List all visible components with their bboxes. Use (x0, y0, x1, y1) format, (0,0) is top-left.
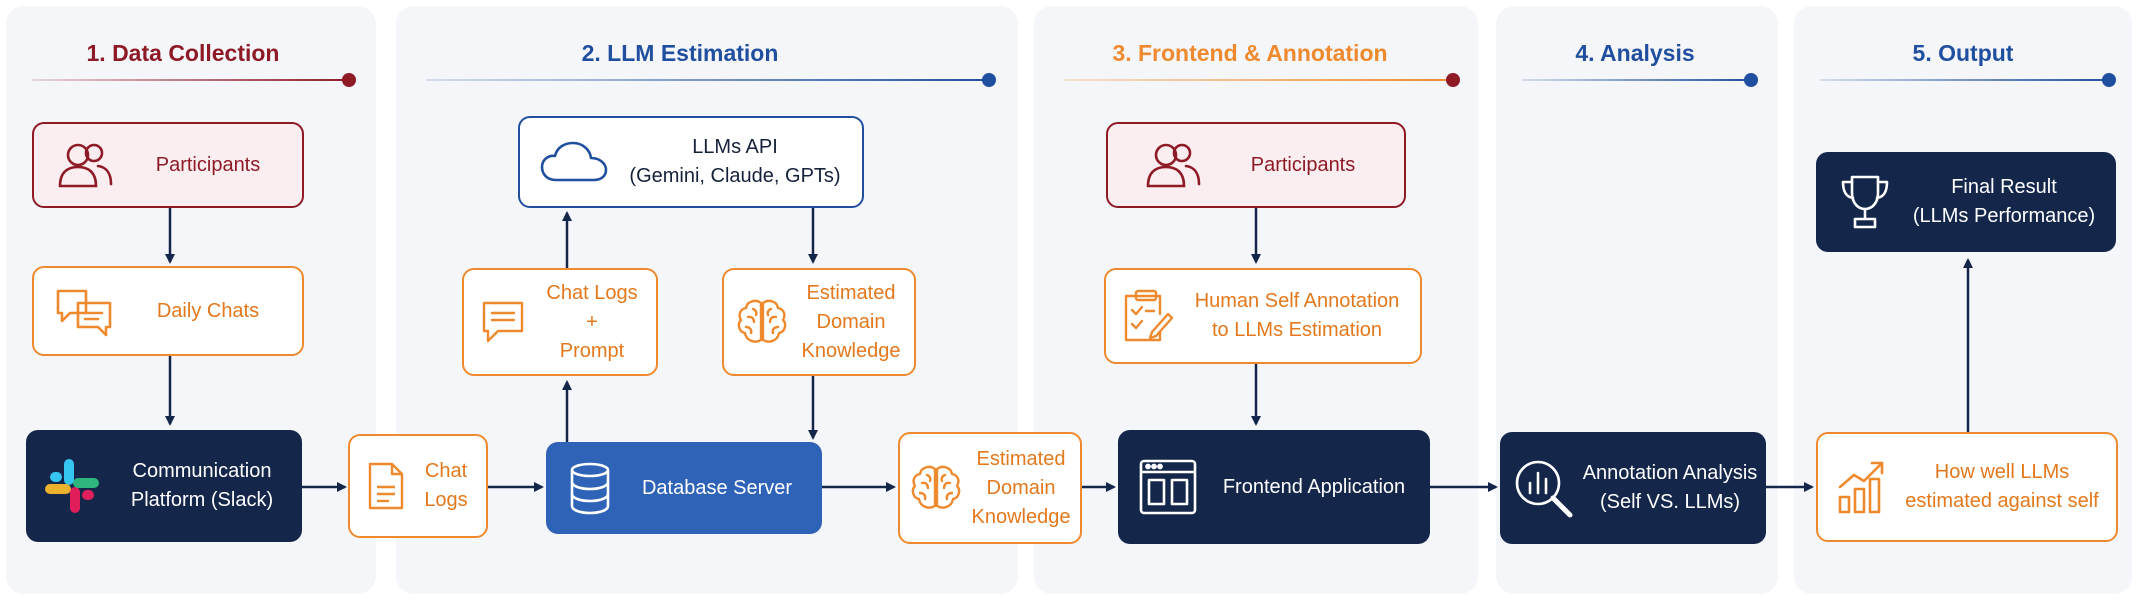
stage-dot-1 (342, 73, 356, 87)
chat-bubbles-icon (54, 285, 114, 337)
llms-api-line-2: (Gemini, Claude, GPTs) (629, 165, 841, 187)
stage-dot-3 (1446, 73, 1460, 87)
stage-rule-4 (1522, 73, 1758, 87)
database-icon (568, 461, 612, 515)
annotation-analysis-line-1: Annotation Analysis (1582, 462, 1758, 484)
participants-label-stage1: Participants (155, 153, 261, 176)
estimated-knowledge-mid-box: Estimated Domain Knowledge (898, 432, 1082, 544)
daily-chats-box: Daily Chats (32, 266, 304, 356)
participants-label-stage3: Participants (1250, 153, 1356, 176)
annotation-analysis-line-2: (Self VS. LLMs) (1599, 491, 1741, 513)
slack-platform-box: Communication Platform (Slack) (26, 430, 302, 542)
llms-api-label: LLMs API (Gemini, Claude, GPTs) (608, 133, 862, 191)
stage-rule-1 (32, 73, 356, 87)
estimated-knowledge-top-line-1: Estimated (806, 281, 896, 304)
chat-logs-line-2: Logs (424, 489, 468, 511)
growth-chart-icon (1836, 459, 1888, 515)
estimated-knowledge-top-label: Estimated Domain Knowledge (788, 279, 914, 366)
stage-title-output: 5. Output (1912, 40, 2014, 66)
stage-rule-5 (1820, 73, 2116, 87)
browser-window-icon (1138, 458, 1198, 516)
human-annotation-box: Human Self Annotation to LLMs Estimation (1104, 268, 1422, 364)
final-result-line-1: Final Result (1951, 176, 2057, 198)
database-server-box: Database Server (546, 442, 822, 534)
frontend-application-label: Frontend Application (1222, 475, 1406, 498)
how-well-box: How well LLMs estimated against self (1816, 432, 2118, 542)
estimated-knowledge-mid-line-2: Domain (986, 476, 1056, 499)
stage-dot-5 (2102, 73, 2116, 87)
llms-api-line-1: LLMs API (692, 136, 778, 158)
estimated-knowledge-top-box: Estimated Domain Knowledge (722, 268, 916, 376)
how-well-line-2: estimated against self (1905, 490, 2099, 512)
chat-logs-prompt-box: Chat Logs + Prompt (462, 268, 658, 376)
chat-logs-prompt-line-2: + (586, 310, 598, 333)
slack-platform-label: Communication Platform (Slack) (102, 457, 302, 515)
document-icon (366, 461, 406, 511)
stage-rule-2 (426, 73, 996, 87)
magnifier-chart-icon (1512, 457, 1574, 519)
stage-rule-3 (1064, 73, 1460, 87)
estimated-knowledge-top-line-2: Domain (816, 310, 886, 333)
final-result-box: Final Result (LLMs Performance) (1816, 152, 2116, 252)
brain-icon (910, 463, 962, 513)
stage-dot-2 (982, 73, 996, 87)
chat-logs-prompt-line-3: Prompt (559, 339, 625, 362)
chat-logs-prompt-line-1: Chat Logs (546, 281, 638, 304)
final-result-label: Final Result (LLMs Performance) (1892, 173, 2116, 231)
slack-logo-icon (42, 456, 102, 516)
estimated-knowledge-top-line-3: Knowledge (801, 339, 901, 362)
chat-logs-line-1: Chat (424, 460, 468, 482)
stage-dot-4 (1744, 73, 1758, 87)
stage-title-frontend-annotation: 3. Frontend & Annotation (1112, 40, 1388, 66)
stage-title-analysis: 4. Analysis (1575, 40, 1695, 66)
estimated-knowledge-mid-line-3: Knowledge (971, 505, 1071, 528)
message-icon (478, 297, 528, 347)
stage-title-data-collection: 1. Data Collection (86, 40, 280, 66)
how-well-label: How well LLMs estimated against self (1888, 458, 2116, 516)
frontend-application-box: Frontend Application (1118, 430, 1430, 544)
final-result-line-2: (LLMs Performance) (1912, 205, 2096, 227)
daily-chats-label: Daily Chats (156, 299, 260, 322)
trophy-icon (1838, 173, 1892, 231)
chat-logs-label: Chat Logs (406, 457, 486, 515)
database-server-label: Database Server (641, 476, 793, 499)
slack-line-2: Platform (Slack) (130, 489, 274, 511)
human-annotation-line-1: Human Self Annotation (1194, 290, 1400, 312)
users-icon (1144, 140, 1202, 190)
chat-logs-box: Chat Logs (348, 434, 488, 538)
clipboard-edit-icon (1122, 288, 1174, 344)
human-annotation-line-2: to LLMs Estimation (1211, 319, 1383, 341)
stage-title-llm-estimation: 2. LLM Estimation (581, 40, 779, 66)
brain-icon (736, 297, 788, 347)
participants-box-stage3: Participants (1106, 122, 1406, 208)
users-icon (56, 140, 114, 190)
estimated-knowledge-mid-line-1: Estimated (976, 447, 1066, 470)
slack-line-1: Communication (132, 460, 272, 482)
annotation-analysis-label: Annotation Analysis (Self VS. LLMs) (1574, 459, 1766, 517)
estimated-knowledge-mid-label: Estimated Domain Knowledge (962, 445, 1080, 532)
cloud-icon (540, 140, 608, 184)
llms-api-box: LLMs API (Gemini, Claude, GPTs) (518, 116, 864, 208)
chat-logs-prompt-label: Chat Logs + Prompt (528, 279, 656, 366)
human-annotation-label: Human Self Annotation to LLMs Estimation (1174, 287, 1420, 345)
annotation-analysis-box: Annotation Analysis (Self VS. LLMs) (1500, 432, 1766, 544)
how-well-line-1: How well LLMs (1934, 461, 2070, 483)
participants-box-stage1: Participants (32, 122, 304, 208)
